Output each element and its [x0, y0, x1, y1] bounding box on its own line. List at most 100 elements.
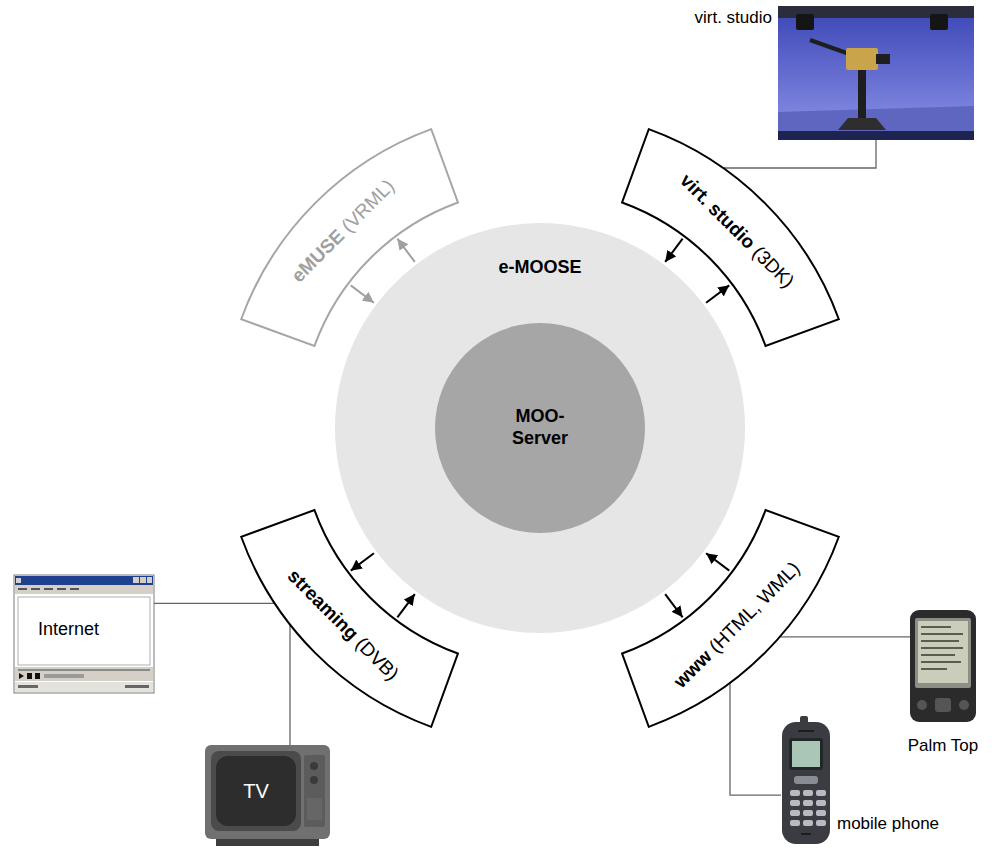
tv-panel [304, 755, 325, 827]
phone-body [782, 722, 830, 844]
tv-cabinet [205, 745, 330, 839]
window-button [147, 577, 152, 583]
flow-arrow [351, 553, 374, 570]
interface-segment: eMUSE (VRML) [238, 126, 461, 349]
server-core: MOO- Server [435, 323, 645, 533]
status-bar [15, 682, 153, 692]
studio-floor-edge [778, 131, 974, 140]
connection-line [154, 603, 275, 604]
screen-line [921, 647, 963, 649]
connection-line [730, 683, 781, 795]
phone-key [816, 790, 826, 796]
flow-arrow [706, 553, 729, 570]
tv-set: TV [205, 745, 330, 846]
segment-shape [241, 129, 458, 346]
studio-lamp [930, 14, 948, 30]
node-label: virt. studio [695, 8, 772, 28]
node-label: MOO- Server [500, 406, 580, 449]
screen-line [921, 668, 947, 670]
tv-knob [310, 762, 318, 770]
label-part: (3DK) [745, 238, 799, 292]
volume-bar [44, 674, 84, 678]
tv-speaker [307, 798, 322, 820]
screen-line [921, 654, 955, 656]
screen-line [921, 626, 951, 628]
interface-segment: www (HTML, WML) [619, 507, 842, 730]
phone-key [790, 790, 800, 796]
control-bar [15, 667, 153, 681]
node-label: e-MOOSE [498, 257, 581, 278]
connection-line [723, 140, 876, 168]
tv-base [216, 839, 319, 846]
phone-key [816, 820, 826, 826]
connection-line [289, 625, 290, 745]
phone-key [816, 810, 826, 816]
camera-pedestal [858, 70, 866, 120]
interface-segment: streaming (DVB) [238, 507, 461, 730]
platform-circle: MOO- Server e-MOOSE [335, 223, 745, 633]
tv-knob [310, 776, 318, 784]
label-part: (DVB) [348, 630, 403, 685]
screen-line [921, 633, 963, 635]
segment-shape [622, 129, 839, 346]
camera-lens [876, 54, 890, 64]
studio-backdrop [778, 6, 974, 140]
phone-key [816, 800, 826, 806]
window-button [140, 577, 146, 583]
node-label: mobile phone [837, 814, 939, 834]
flow-arrow [397, 594, 414, 617]
studio-photo [778, 6, 974, 140]
phone-key [803, 810, 813, 816]
video-area [18, 597, 150, 665]
menu-item [18, 588, 27, 590]
stop-button [35, 673, 40, 679]
browser-window: Internet [14, 575, 154, 693]
palm-button [959, 700, 969, 710]
play-button [19, 673, 24, 679]
label-part: streaming [283, 565, 362, 644]
flow-arrow [397, 239, 414, 262]
segment-shape [241, 510, 458, 727]
tv-screen [216, 756, 296, 826]
flow-arrow [665, 239, 682, 262]
studio-photo: virt. studio [778, 6, 974, 140]
menu-item [57, 588, 66, 590]
label-part: virt. studio [676, 169, 760, 253]
tv-set [205, 745, 330, 846]
phone-key [790, 820, 800, 826]
phone-key [803, 800, 813, 806]
window-icon [16, 578, 21, 583]
screen-line [921, 640, 959, 642]
window-frame [14, 575, 154, 693]
palm-screen [918, 621, 968, 683]
studio-floor [778, 106, 974, 140]
title-bar [15, 576, 153, 585]
menu-item [70, 588, 79, 590]
phone-nav-key [794, 776, 818, 784]
segment-shape [622, 510, 839, 727]
flow-arrow [665, 594, 682, 617]
mobile-phone: mobile phone [781, 722, 831, 844]
menu-bar [15, 585, 153, 594]
node-label: www (HTML, WML) [670, 558, 805, 693]
window-button [133, 577, 139, 583]
phone-key [790, 800, 800, 806]
node-label: eMUSE (VRML) [287, 175, 399, 287]
menu-item [31, 588, 40, 590]
camera-base [838, 118, 886, 130]
node-label: TV [243, 780, 269, 803]
flow-arrow [706, 285, 729, 302]
phone-key [803, 790, 813, 796]
interface-segment: virt. studio (3DK) [619, 126, 842, 349]
phone-screen-frame [789, 738, 823, 770]
phone-microphone [801, 833, 811, 835]
status-mark [125, 685, 149, 688]
menu-item [44, 588, 53, 590]
palm-button [917, 700, 927, 710]
node-label: Palm Top [908, 736, 979, 756]
tv-bezel [211, 751, 301, 831]
browser-window [14, 575, 154, 693]
phone-key [803, 820, 813, 826]
node-label: Internet [38, 619, 99, 640]
palm-top: Palm Top [910, 610, 976, 722]
